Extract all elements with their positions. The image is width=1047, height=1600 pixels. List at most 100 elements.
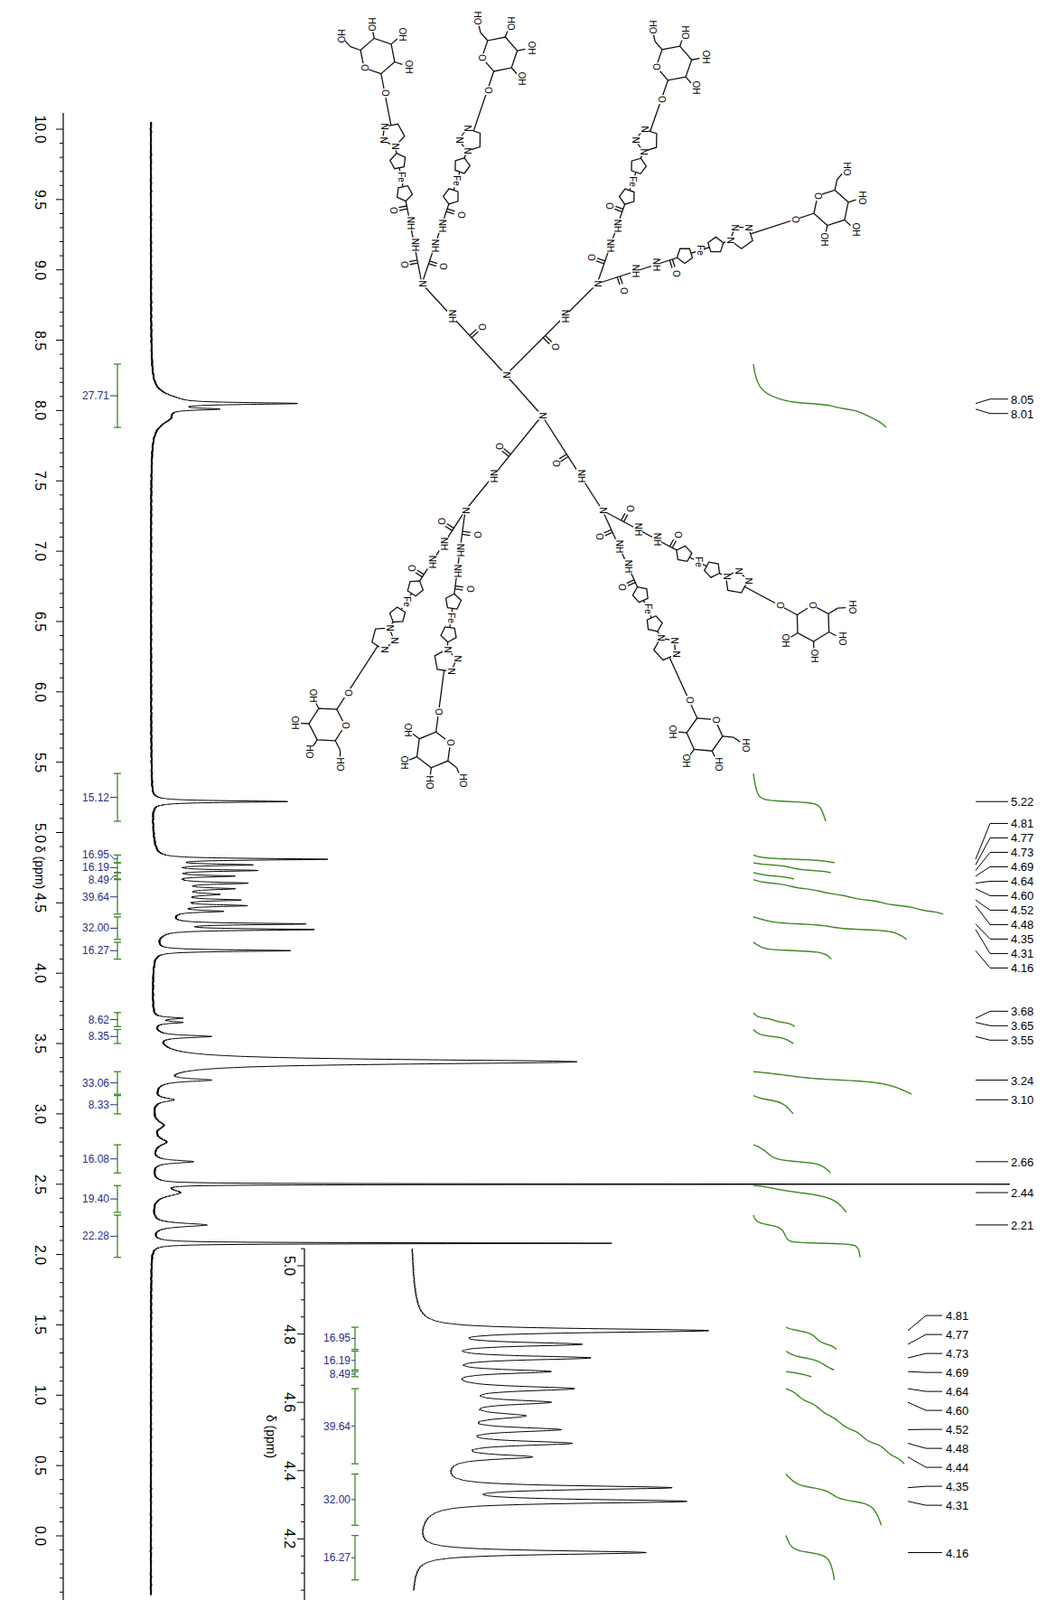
integral-bracket xyxy=(351,1375,359,1377)
integral-value: 16.95 xyxy=(82,849,110,861)
axis-tick xyxy=(59,1155,64,1157)
integral-curve xyxy=(753,1185,847,1213)
axis-tick xyxy=(59,677,64,679)
axis-tick xyxy=(59,170,64,172)
atom-label: O xyxy=(807,600,817,610)
integral-value: 8.49 xyxy=(329,1368,351,1380)
axis-tick xyxy=(59,1028,64,1030)
bond xyxy=(430,261,439,264)
atom-label: O xyxy=(625,504,635,514)
integral-bracket xyxy=(351,1348,359,1350)
atom-label: NH xyxy=(447,308,457,324)
peak-shift-label: 4.44 xyxy=(945,1461,969,1474)
axis-tick xyxy=(59,1577,64,1579)
peak-leader xyxy=(907,1551,943,1553)
axis-tick xyxy=(59,213,64,215)
bond xyxy=(335,740,340,751)
atom-label: HO xyxy=(335,757,345,773)
axis-tick xyxy=(59,536,64,538)
bond xyxy=(605,532,613,536)
atom-label: O xyxy=(618,286,628,296)
atom-label: NH xyxy=(430,238,440,253)
atom-label: NH xyxy=(439,536,449,552)
cyclopentadienyl-ring xyxy=(676,545,692,561)
axis-tick xyxy=(300,1486,305,1488)
bond xyxy=(627,582,636,587)
integral-tick xyxy=(110,1082,118,1084)
integral-bracket xyxy=(113,871,122,873)
integral-value: 39.64 xyxy=(323,1420,351,1432)
bond xyxy=(848,199,857,203)
axis-tick xyxy=(59,395,64,397)
bond xyxy=(672,259,675,268)
axis-tick xyxy=(56,1394,64,1396)
axis-line xyxy=(62,112,64,1600)
cyclopentadienyl-ring xyxy=(455,158,470,174)
atom-label: O xyxy=(456,210,466,220)
bond xyxy=(623,514,627,523)
axis-tick xyxy=(59,860,64,861)
axis-tick-label: 0.5 xyxy=(32,1455,47,1476)
integral-bracket xyxy=(113,913,122,915)
peak-leader xyxy=(975,888,1009,897)
bond xyxy=(602,510,814,624)
bond xyxy=(678,731,687,734)
peak-shift-label: 4.48 xyxy=(945,1442,969,1455)
axis-tick-label: 4.2 xyxy=(281,1528,297,1549)
atom-label: O xyxy=(472,530,482,540)
axis-tick-label: 4.4 xyxy=(281,1460,297,1481)
axis-line xyxy=(303,1248,305,1600)
axis-tick xyxy=(59,1296,64,1298)
atom-label: NH xyxy=(405,215,415,231)
atom-label: HO xyxy=(336,28,346,44)
cyclopentadienyl-ring xyxy=(619,188,635,205)
integral-bracket xyxy=(113,820,122,822)
peak-shift-label: 4.64 xyxy=(1010,875,1034,888)
axis-tick xyxy=(59,733,64,735)
atom-label: Fe xyxy=(627,175,637,188)
peak-shift-label: 2.44 xyxy=(1010,1187,1034,1199)
axis-tick xyxy=(56,1535,64,1537)
bond xyxy=(412,733,420,739)
atom-label: N xyxy=(743,576,753,585)
atom-label: HO xyxy=(505,15,515,31)
bond xyxy=(560,456,569,461)
integral-tick xyxy=(110,1198,118,1200)
atom-label: Fe xyxy=(446,611,456,625)
axis-tick xyxy=(56,1324,64,1326)
axis-tick xyxy=(56,902,64,904)
integral-value: 8.49 xyxy=(88,874,110,886)
atom-label: HO xyxy=(680,25,690,41)
peak-shift-label: 3.65 xyxy=(1010,1019,1034,1032)
bond xyxy=(410,262,419,265)
pyranose-ring xyxy=(308,708,346,741)
peak-shift-label: 8.01 xyxy=(1010,407,1034,420)
atom-label: N xyxy=(598,505,608,515)
integral-tick xyxy=(110,1235,118,1237)
integral-curve xyxy=(785,1388,905,1464)
axis-tick-label: 8.0 xyxy=(32,400,47,421)
axis-tick-label: 3.0 xyxy=(32,1103,47,1124)
atom-label: O xyxy=(673,530,683,540)
atom-label: OH xyxy=(402,722,412,739)
cyclopentadienyl-ring xyxy=(704,561,720,578)
atom-label: NH xyxy=(651,257,661,272)
spectrum-trace xyxy=(149,121,1010,1595)
atom-label: O xyxy=(465,584,475,594)
axis-tick xyxy=(59,1366,64,1368)
atom-label: N xyxy=(537,411,547,420)
integral-bracket xyxy=(113,1026,122,1028)
peak-leader xyxy=(907,1315,943,1331)
integral-bracket xyxy=(113,1028,122,1030)
peak-shift-label: 3.24 xyxy=(1010,1074,1034,1086)
integral-value: 22.28 xyxy=(82,1230,110,1242)
bond xyxy=(462,531,471,533)
axis-tick xyxy=(59,747,64,749)
axis-tick xyxy=(59,564,64,566)
integrals xyxy=(110,364,944,1580)
cyclopentadienyl-ring xyxy=(631,158,646,174)
peak-shift-label: 4.31 xyxy=(1010,947,1034,960)
axis-tick xyxy=(59,142,64,144)
peak-leader xyxy=(975,1224,1009,1225)
